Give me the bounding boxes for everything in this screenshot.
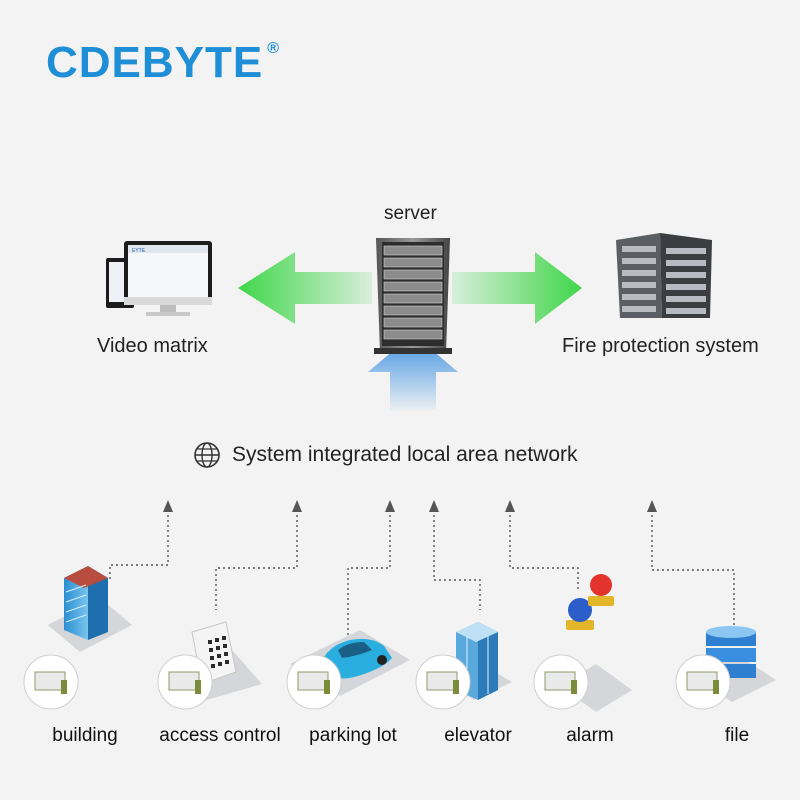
module-icon xyxy=(533,654,589,710)
registered-mark: ® xyxy=(267,40,281,57)
monitor-icon: EYTE xyxy=(106,241,212,316)
device-label-building: building xyxy=(52,725,118,746)
network-label: System integrated local area network xyxy=(232,443,578,466)
arrow-right xyxy=(452,252,582,324)
device-label-access-control: access control xyxy=(159,725,281,746)
device-label-parking-lot: parking lot xyxy=(309,725,397,746)
server-label: server xyxy=(384,203,437,224)
network-row: System integrated local area network xyxy=(192,440,578,470)
brand-name: CDEBYTE xyxy=(46,38,264,87)
monitor-brand: EYTE xyxy=(132,248,146,254)
building-icon xyxy=(48,566,132,652)
device-label-alarm: alarm xyxy=(566,725,614,746)
server-rack-icon xyxy=(616,233,712,318)
module-icon xyxy=(286,654,342,710)
module-icon xyxy=(23,654,79,710)
connector-lines xyxy=(109,510,735,640)
server-icon xyxy=(374,238,452,354)
brand-logo: CDEBYTE® xyxy=(46,38,280,88)
globe-icon xyxy=(194,442,220,468)
alarm-light-icon xyxy=(566,574,614,630)
module-icon xyxy=(157,654,213,710)
fire-protection-label: Fire protection system xyxy=(562,335,759,357)
module-icon xyxy=(675,654,731,710)
arrow-left xyxy=(238,252,372,324)
video-matrix-label: Video matrix xyxy=(97,335,208,357)
device-label-elevator: elevator xyxy=(444,725,512,746)
module-icon xyxy=(415,654,471,710)
module-badges xyxy=(23,654,731,710)
connector-arrowheads xyxy=(163,500,657,512)
device-label-file: file xyxy=(724,725,750,746)
